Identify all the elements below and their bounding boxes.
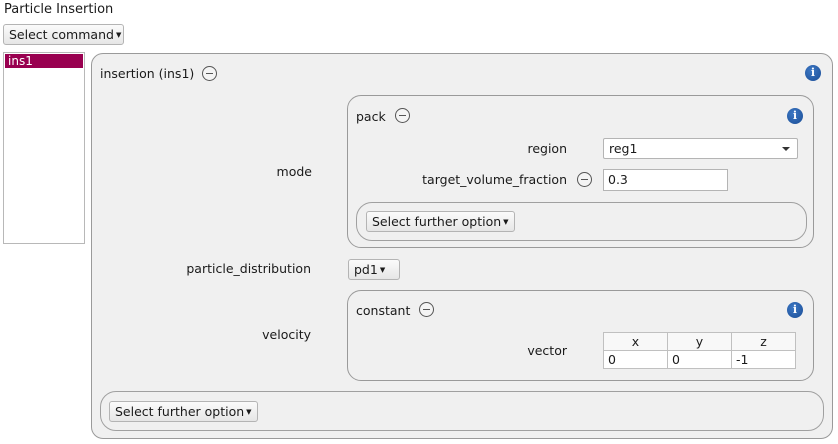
target-volume-fraction-label: target_volume_fraction xyxy=(422,172,567,187)
insertion-further-option-area: Select further option▼ xyxy=(100,391,824,431)
region-value: reg1 xyxy=(609,141,638,156)
region-label: region xyxy=(527,141,567,156)
vector-z-cell[interactable]: -1 xyxy=(731,350,796,369)
collapse-pack-icon[interactable] xyxy=(395,108,410,123)
list-item[interactable]: ins1 xyxy=(5,54,83,68)
table-row: 0 0 -1 xyxy=(603,350,796,369)
vector-label: vector xyxy=(527,343,567,358)
collapse-constant-icon[interactable] xyxy=(419,302,434,317)
select-command-label: Select command xyxy=(9,27,114,42)
collapse-insertion-icon[interactable] xyxy=(202,66,217,81)
info-icon[interactable]: i xyxy=(787,302,803,318)
caret-down-icon: ▼ xyxy=(503,218,509,226)
pack-further-option-area: Select further option▼ xyxy=(356,202,807,241)
window-title: Particle Insertion xyxy=(4,2,114,17)
region-select[interactable]: reg1 xyxy=(603,138,798,159)
mode-pack-panel: pack i region reg1 target_volume_fractio… xyxy=(347,95,814,248)
insertion-header: insertion (ins1) xyxy=(100,66,195,81)
particle-distribution-value: pd1 xyxy=(354,262,378,277)
target-volume-fraction-input[interactable]: 0.3 xyxy=(603,169,728,191)
velocity-label: velocity xyxy=(262,327,311,342)
further-option-label: Select further option xyxy=(115,404,245,419)
caret-down-icon: ▼ xyxy=(379,266,386,274)
column-header-x: x xyxy=(603,332,668,351)
vector-y-cell[interactable]: 0 xyxy=(667,350,732,369)
caret-down-icon: ▼ xyxy=(246,408,252,416)
info-icon[interactable]: i xyxy=(805,65,821,81)
velocity-constant-panel: constant i vector x y z 0 0 -1 xyxy=(347,290,814,381)
mode-label: mode xyxy=(276,164,312,179)
chevron-down-icon xyxy=(782,147,790,151)
constant-header: constant xyxy=(356,303,411,318)
column-header-y: y xyxy=(667,332,732,351)
insertion-panel: insertion (ins1) i mode pack i region re… xyxy=(91,53,833,439)
select-further-option-button[interactable]: Select further option▼ xyxy=(109,401,258,422)
particle-distribution-label: particle_distribution xyxy=(186,261,311,276)
pack-header: pack xyxy=(356,109,386,124)
particle-distribution-select[interactable]: pd1▼ xyxy=(348,259,400,280)
remove-target-volume-fraction-icon[interactable] xyxy=(577,172,592,187)
command-list[interactable]: ins1 xyxy=(3,52,85,244)
vector-x-cell[interactable]: 0 xyxy=(603,350,668,369)
info-icon[interactable]: i xyxy=(787,108,803,124)
vector-table: x y z 0 0 -1 xyxy=(603,332,796,369)
select-command-button[interactable]: Select command▼ xyxy=(3,24,124,45)
caret-down-icon: ▼ xyxy=(115,31,122,39)
further-option-label: Select further option xyxy=(372,214,502,229)
column-header-z: z xyxy=(731,332,796,351)
select-further-option-button[interactable]: Select further option▼ xyxy=(366,211,515,232)
